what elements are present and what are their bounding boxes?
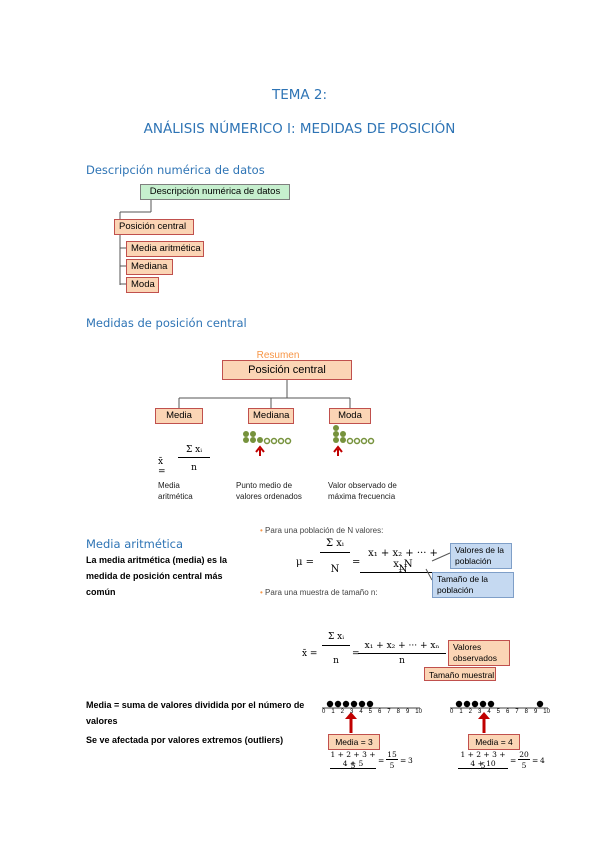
mode-dots: [333, 425, 375, 445]
example2-num: 1 + 2 + 3 + 4 + 10: [458, 750, 508, 769]
diagram-branch-box: Posición central: [114, 219, 194, 235]
example1-num: 1 + 2 + 3 + 4 + 5: [330, 750, 376, 769]
sample-sum-denominator: n: [333, 656, 339, 666]
sample-lhs: x̄ =: [302, 649, 318, 659]
media-statement-sum: Media = suma de valores dividida por el …: [86, 700, 305, 726]
sample-intro: • Para una muestra de tamaño n:: [260, 588, 378, 597]
example2-label: Media = 4: [468, 734, 520, 750]
section-heading-descripcion: Descripción numérica de datos: [86, 163, 265, 177]
diagram-root-box: Descripción numérica de datos: [140, 184, 290, 200]
diagram-connectors: [119, 198, 152, 285]
example1-result: 3: [408, 756, 413, 765]
diagram-leaf-media: Media aritmética: [126, 241, 204, 257]
formula-denominator: n: [191, 463, 197, 473]
sample-size-note: Tamaño muestral: [424, 667, 496, 681]
central-item-moda: Moda: [329, 408, 371, 424]
example2-result: 4: [540, 756, 545, 765]
example2-mid-den: 5: [521, 761, 527, 770]
example1-mid-num: 15: [386, 750, 398, 760]
population-intro: • Para una población de N valores:: [260, 526, 384, 535]
caption-media: Media aritmética: [158, 481, 193, 501]
central-item-media: Media: [155, 408, 203, 424]
example1-formula: 1 + 2 + 3 + 4 + 5 5 = 15 5 = 3: [330, 750, 413, 770]
media-definition-paragraph: La media aritmética (media) es la medida…: [86, 555, 228, 597]
population-expanded-numerator: x₁ + x₂ + ··· + x_N: [360, 548, 446, 573]
formula-numerator: Σ xᵢ: [178, 445, 210, 458]
summary-label: Resumen: [256, 350, 300, 361]
population-intro-text: Para una población de N valores:: [265, 526, 384, 535]
diagram-leaf-moda: Moda: [126, 277, 159, 293]
sample-values-note: Valores observados: [448, 640, 510, 666]
formula-lhs: x̄ =: [158, 457, 166, 477]
page-title: ANÁLISIS NÚMERICO I: MEDIDAS DE POSICIÓN: [143, 121, 456, 137]
example2-mid-num: 20: [518, 750, 530, 760]
population-sum-denominator: N: [330, 564, 340, 575]
sample-sum-numerator: Σ xᵢ: [322, 632, 350, 646]
caption-mediana: Punto medio de valores ordenados: [236, 481, 302, 501]
population-sum-numerator: Σ xᵢ: [320, 538, 350, 553]
population-size-note: Tamaño de la población: [432, 572, 514, 598]
median-dots: [243, 431, 292, 445]
population-formula: μ = Σ xᵢ N = x₁ + x₂ + ··· + x_N N: [296, 536, 456, 580]
example1-mid-den: 5: [389, 761, 395, 770]
population-lhs: μ =: [296, 557, 315, 568]
central-item-mediana: Mediana: [248, 408, 294, 424]
section-heading-media-aritmetica: Media aritmética: [86, 537, 184, 551]
sample-expanded-numerator: x₁ + x₂ + ··· + xₙ: [358, 641, 446, 654]
media-statement-outliers: Se ve afectada por valores extremos (out…: [86, 735, 284, 745]
central-root-box: Posición central: [222, 360, 352, 380]
example1-den: 5: [350, 761, 356, 770]
topic-label: TEMA 2:: [271, 87, 328, 103]
sample-formula: x̄ = Σ xᵢ n = x₁ + x₂ + ··· + xₙ n: [302, 630, 452, 672]
caption-moda: Valor observado de máxima frecuencia: [328, 481, 397, 501]
population-values-note: Valores de la población: [450, 543, 512, 569]
example2-den: 5: [480, 761, 486, 770]
example1-label: Media = 3: [328, 734, 380, 750]
sample-intro-text: Para una muestra de tamaño n:: [265, 588, 378, 597]
sample-expanded-denominator: n: [399, 656, 405, 666]
section-heading-medidas: Medidas de posición central: [86, 316, 247, 330]
example2-formula: 1 + 2 + 3 + 4 + 10 5 = 20 5 = 4: [458, 750, 568, 774]
population-expanded-denominator: N: [398, 564, 408, 575]
diagram-leaf-mediana: Mediana: [126, 259, 173, 275]
